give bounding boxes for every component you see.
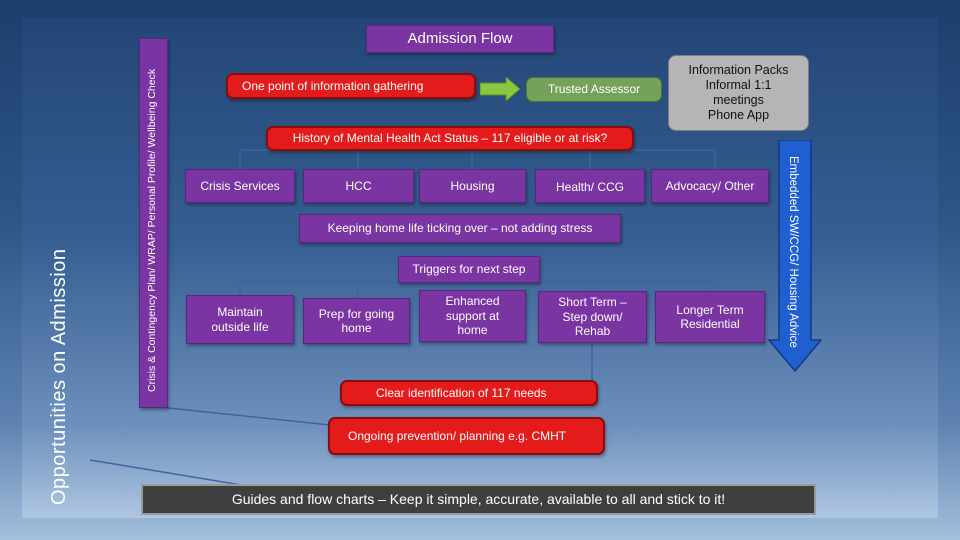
step-longterm-line-1: Longer Term	[676, 302, 744, 317]
step-enhanced-line-2: support at	[445, 308, 500, 323]
keeping-box: Keeping home life ticking over – not add…	[299, 214, 621, 243]
ongoing-prevention-text: Ongoing prevention/ planning e.g. CMHT	[348, 428, 567, 443]
service-crisis-text: Crisis Services	[200, 178, 280, 193]
title-box: Admission Flow	[366, 25, 554, 53]
service-advocacy-box: Advocacy/ Other	[651, 169, 769, 203]
embedded-text: Embedded SW/CCG/ Housing Advice	[787, 156, 799, 348]
step-prep-box: Prep for going home	[303, 298, 410, 344]
info-packs-line-1: Information Packs	[688, 63, 789, 77]
service-health-text: Health/ CCG	[555, 180, 625, 194]
crisis-plan-bar	[139, 38, 168, 408]
step-maintain-box: Maintain outside life	[186, 295, 294, 344]
one-point-text: One point of information gathering	[242, 78, 424, 93]
clear-identification-box: Clear identification of 117 needs	[340, 380, 598, 406]
right-arrow-icon	[480, 77, 520, 101]
step-maintain-line-2: outside life	[211, 319, 269, 334]
history-text: History of Mental Health Act Status – 11…	[292, 131, 608, 146]
trusted-assessor-text: Trusted Assessor	[547, 82, 641, 97]
connector-to-ongoing	[139, 404, 331, 426]
guides-text: Guides and flow charts – Keep it simple,…	[231, 491, 726, 508]
info-packs-line-4: Phone App	[707, 108, 770, 122]
step-shortterm-line-1: Short Term –	[558, 295, 627, 310]
crisis-plan-text: Crisis & Contingency Plan/ WRAP/ Persona…	[146, 68, 158, 392]
step-maintain-line-1: Maintain	[217, 305, 263, 320]
step-shortterm-line-3: Rehab	[574, 324, 611, 339]
trusted-assessor-box: Trusted Assessor	[526, 77, 662, 102]
info-packs-line-2: Informal 1:1	[705, 78, 772, 92]
clear-identification-text: Clear identification of 117 needs	[376, 385, 547, 400]
service-crisis-box: Crisis Services	[185, 169, 295, 203]
down-arrow-icon	[768, 140, 822, 372]
title: Admission Flow	[407, 30, 513, 47]
service-health-box: Health/ CCG	[535, 169, 645, 203]
history-box: History of Mental Health Act Status – 11…	[266, 126, 634, 151]
opportunities-label-text: Opportunities on Admission	[48, 248, 70, 505]
service-hcc-text: HCC	[345, 178, 372, 193]
step-enhanced-line-3: home	[457, 323, 488, 338]
step-shortterm-box: Short Term – Step down/ Rehab	[538, 291, 647, 343]
info-packs-line-3: meetings	[713, 93, 764, 107]
guides-bar: Guides and flow charts – Keep it simple,…	[141, 484, 816, 515]
step-enhanced-line-1: Enhanced	[445, 294, 500, 309]
step-longterm-box: Longer Term Residential	[655, 291, 765, 343]
service-housing-box: Housing	[419, 169, 526, 203]
service-housing-text: Housing	[450, 178, 495, 193]
triggers-text: Triggers for next step	[412, 262, 526, 277]
embedded-label: Embedded SW/CCG/ Housing Advice	[787, 156, 799, 348]
info-packs-box: Information Packs Informal 1:1 meetings …	[668, 55, 809, 131]
service-hcc-box: HCC	[303, 169, 414, 203]
keeping-text: Keeping home life ticking over – not add…	[327, 221, 593, 236]
service-advocacy-text: Advocacy/ Other	[665, 178, 755, 193]
step-enhanced-box: Enhanced support at home	[419, 290, 526, 342]
ongoing-prevention-box: Ongoing prevention/ planning e.g. CMHT	[328, 417, 605, 455]
opportunities-label: Opportunities on Admission	[48, 249, 71, 505]
step-prep-line-2: home	[341, 321, 372, 335]
crisis-plan-label: Crisis & Contingency Plan/ WRAP/ Persona…	[146, 69, 158, 392]
triggers-box: Triggers for next step	[398, 256, 540, 283]
one-point-box: One point of information gathering	[226, 73, 476, 99]
step-prep-line-1: Prep for going	[318, 306, 395, 321]
step-longterm-line-2: Residential	[680, 317, 740, 331]
step-shortterm-line-2: Step down/	[562, 309, 623, 324]
